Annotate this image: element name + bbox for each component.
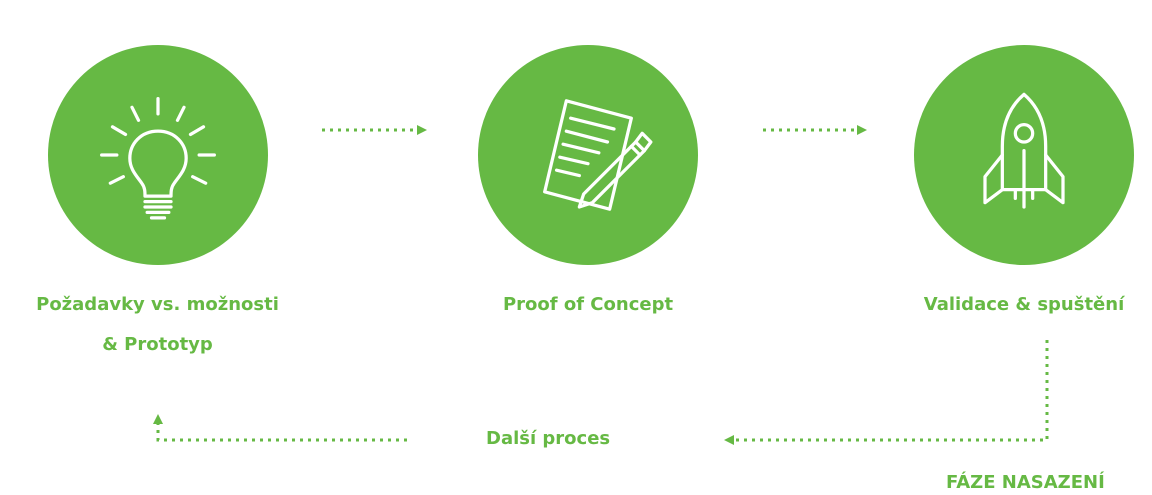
step-2-label: Proof of Concept (438, 285, 738, 325)
arrow-step3-down-to-loop (724, 340, 1049, 445)
step-1-circle (48, 45, 268, 265)
step-1-label-line2: & Prototyp (102, 334, 213, 355)
step-3-circle (914, 45, 1134, 265)
step-1-label-line1: Požadavky vs. možnosti (36, 294, 279, 315)
step-3-label-line1: Validace & spuštění (923, 294, 1125, 315)
step-2-label-line1: Proof of Concept (502, 294, 674, 315)
rocket-icon (983, 92, 1065, 209)
step-3-label: Validace & spuštění (894, 285, 1152, 325)
lightbulb-icon (100, 97, 216, 220)
loop-label: Další proces (486, 428, 611, 449)
document-pen-icon (543, 99, 653, 211)
arrow-loop-back-to-step1 (153, 414, 407, 442)
step-1-label: Požadavky vs. možnosti & Prototyp (0, 285, 315, 365)
step-2-circle (478, 45, 698, 265)
phase-label: FÁZE NASAZENÍ (946, 472, 1105, 493)
